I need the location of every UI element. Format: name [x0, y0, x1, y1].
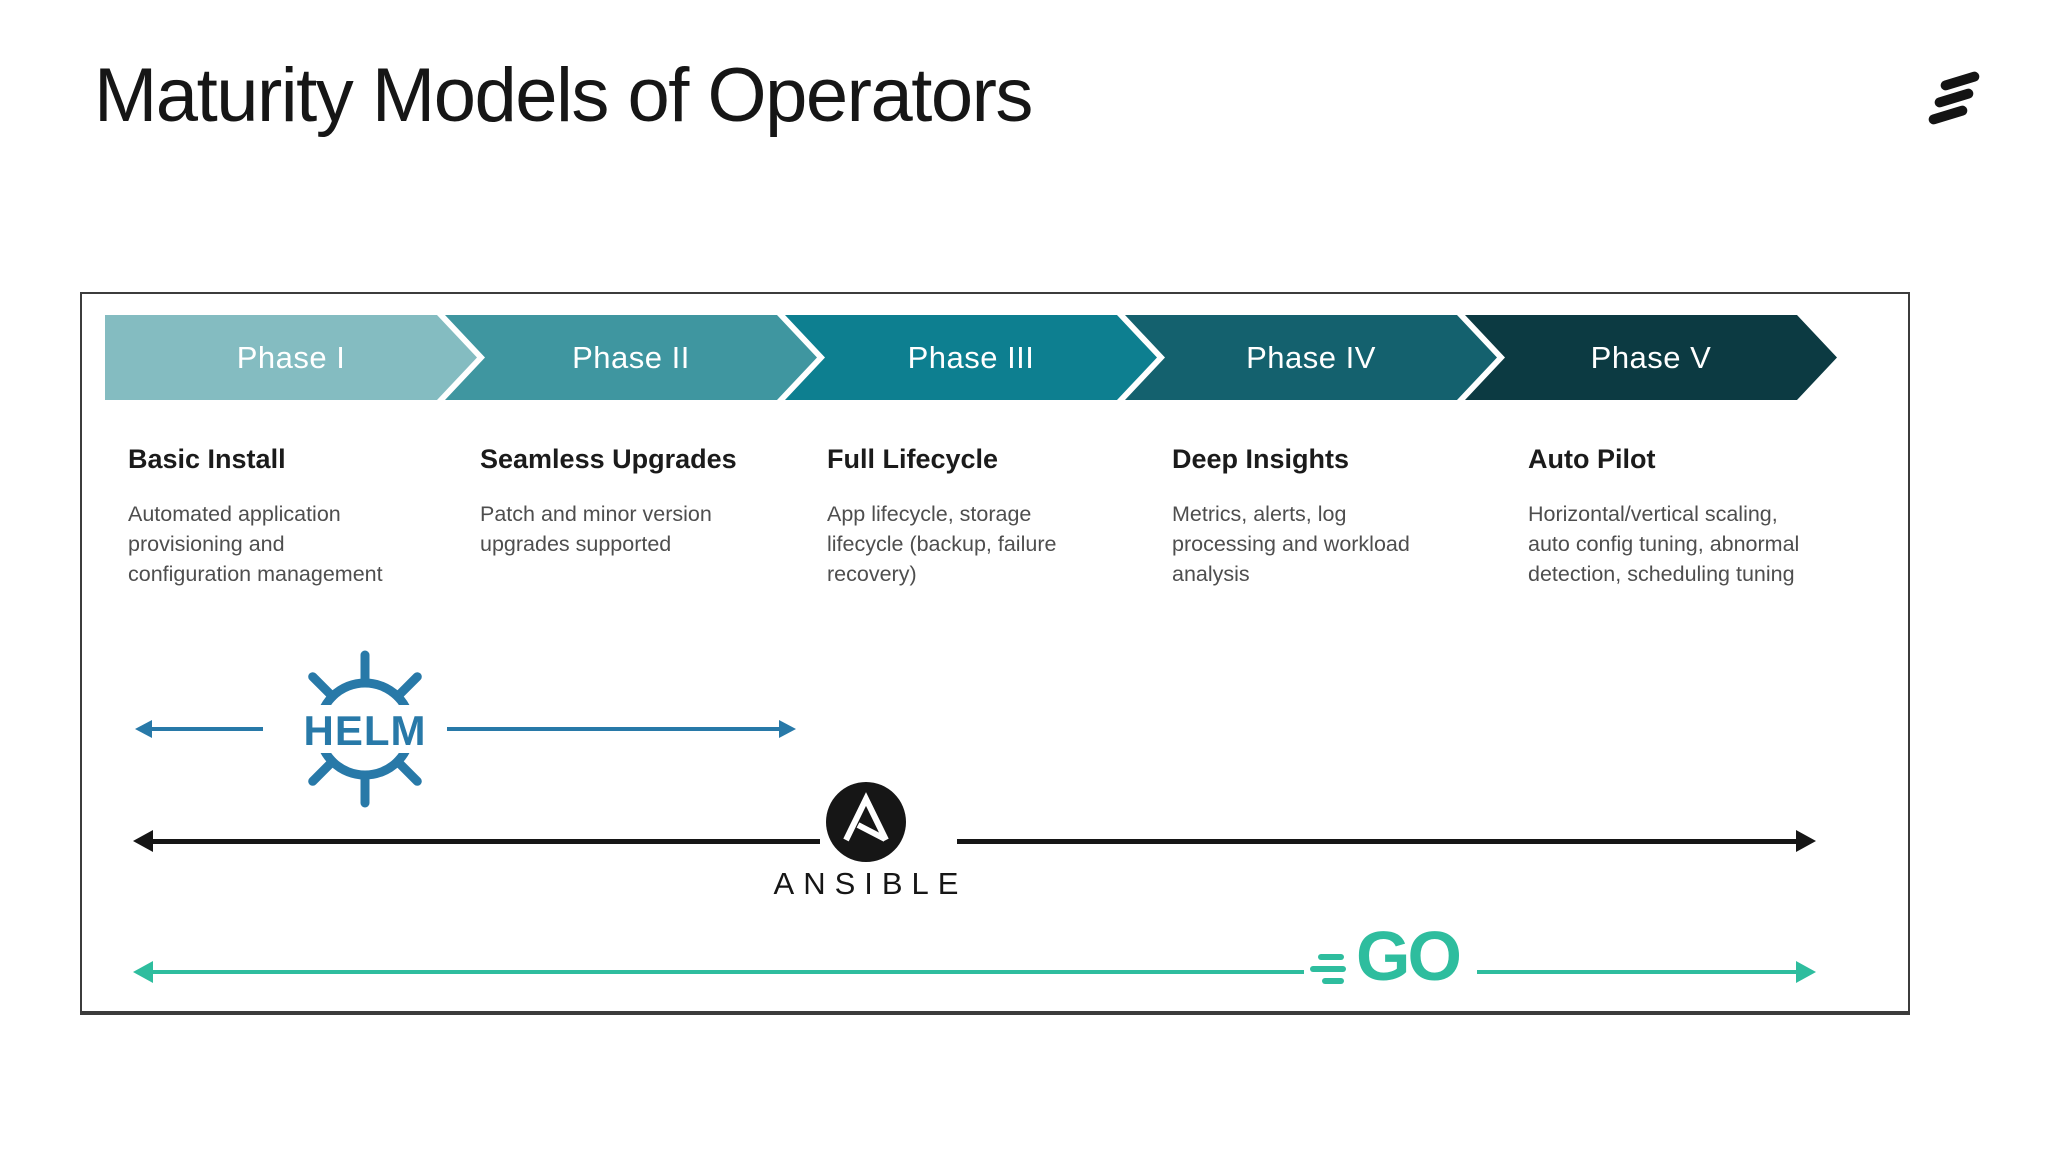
phase-label: Phase I	[236, 339, 346, 375]
page-title: Maturity Models of Operators	[94, 53, 1033, 138]
logo-bar	[1927, 104, 1969, 126]
speed-line	[1318, 954, 1344, 960]
phase-column-deep-insights: Deep Insights Metrics, alerts, log proce…	[1172, 444, 1508, 589]
phase-heading: Auto Pilot	[1528, 444, 1656, 474]
arrow-line	[447, 727, 779, 731]
phase-label: Phase IV	[1246, 339, 1376, 375]
arrow-right-icon	[1796, 830, 1816, 852]
phase-column-seamless-upgrades: Seamless Upgrades Patch and minor versio…	[480, 444, 816, 559]
arrow-line	[1477, 970, 1796, 974]
maturity-diagram: Phase I Phase II Phase III Phase IV Phas…	[80, 292, 1910, 1015]
phase-heading: Seamless Upgrades	[480, 444, 737, 474]
phase-heading: Deep Insights	[1172, 444, 1350, 474]
arrow-left-icon	[135, 720, 152, 738]
arrow-line	[151, 727, 263, 731]
speed-line	[1322, 978, 1344, 984]
phase-description: Metrics, alerts, log processing and work…	[1172, 502, 1410, 586]
arrow-right-icon	[779, 720, 796, 738]
helm-logo: HELM	[286, 650, 444, 808]
logo-bar	[1933, 87, 1975, 109]
ericsson-logo	[1927, 70, 1988, 132]
phase-description: Automated application provisioning and c…	[128, 502, 383, 586]
phase-column-full-lifecycle: Full Lifecycle App lifecycle, storage li…	[827, 444, 1163, 589]
phase-arrow-4: Phase IV	[1125, 315, 1497, 400]
phase-arrow-5: Phase V	[1465, 315, 1837, 400]
phase-column-auto-pilot: Auto Pilot Horizontal/vertical scaling, …	[1528, 444, 1864, 589]
arrow-line	[957, 839, 1796, 844]
phase-label: Phase II	[572, 339, 690, 375]
go-wordmark: GO	[1356, 917, 1462, 995]
phase-label: Phase V	[1590, 339, 1712, 375]
arrow-left-icon	[133, 961, 153, 983]
ansible-logo	[826, 782, 906, 862]
go-logo: GO	[1310, 917, 1550, 1010]
arrow-line	[152, 839, 820, 844]
phase-arrow-2: Phase II	[445, 315, 817, 400]
phase-heading: Full Lifecycle	[827, 444, 999, 474]
helm-wordmark: HELM	[304, 707, 427, 754]
phase-arrow-3: Phase III	[785, 315, 1157, 400]
phase-label: Phase III	[907, 339, 1035, 375]
phase-heading: Basic Install	[128, 444, 286, 474]
speed-line	[1310, 966, 1346, 972]
logo-bar	[1939, 70, 1981, 92]
phase-arrow-1: Phase I	[105, 315, 477, 400]
phase-description: App lifecycle, storage lifecycle (backup…	[827, 502, 1057, 586]
phase-description: Patch and minor version upgrades support…	[480, 502, 712, 556]
phase-description: Horizontal/vertical scaling, auto config…	[1528, 502, 1800, 586]
arrow-left-icon	[133, 830, 153, 852]
phase-column-basic-install: Basic Install Automated application prov…	[128, 444, 464, 589]
arrow-line	[152, 970, 1304, 974]
arrow-right-icon	[1796, 961, 1816, 983]
ansible-wordmark: ANSIBLE	[773, 866, 968, 901]
